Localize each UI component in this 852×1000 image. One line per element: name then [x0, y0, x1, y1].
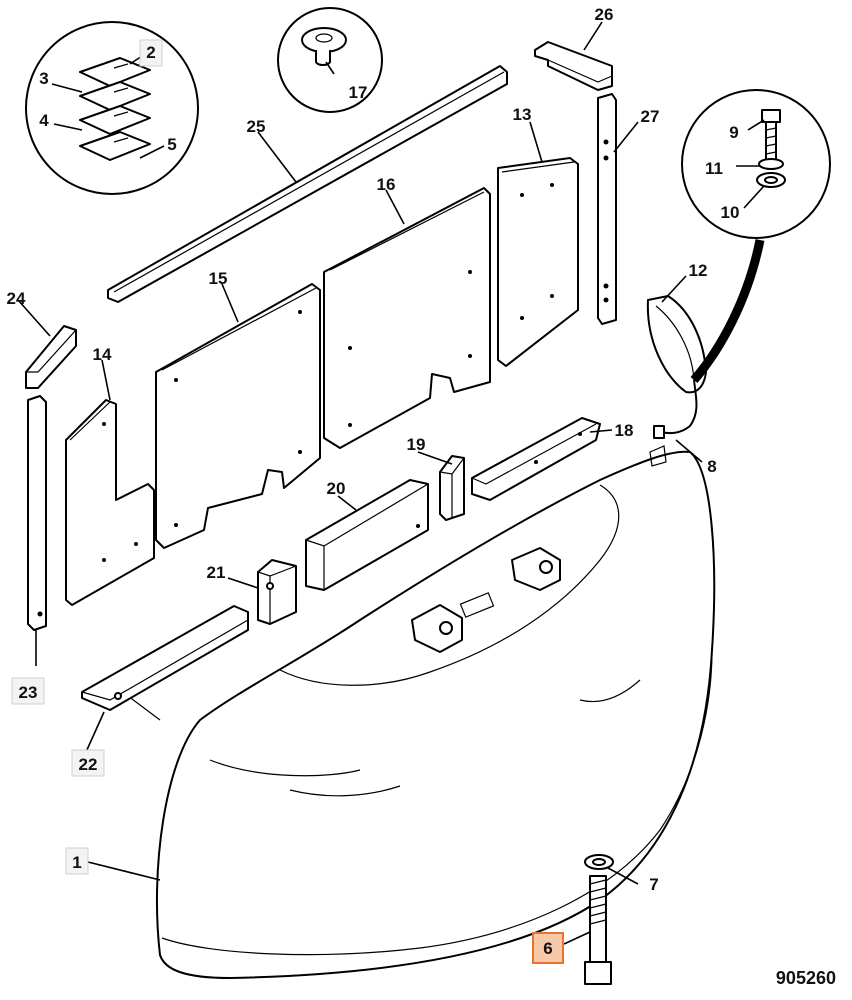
callout-14: 14 [93, 345, 112, 364]
callout-24: 24 [7, 289, 26, 308]
svg-text:17: 17 [349, 83, 368, 102]
svg-text:21: 21 [207, 563, 226, 582]
strip-23 [27, 395, 47, 631]
svg-text:12: 12 [689, 261, 708, 280]
panel-13 [497, 157, 579, 367]
washer-7 [584, 854, 614, 870]
strip-25 [107, 65, 508, 303]
svg-text:1: 1 [72, 853, 81, 872]
svg-text:3: 3 [39, 69, 48, 88]
detail-shims [25, 21, 199, 195]
callout-21: 21 [207, 563, 226, 582]
bar-18 [471, 417, 601, 501]
svg-text:26: 26 [595, 5, 614, 24]
block-24 [25, 325, 77, 389]
callout-12: 12 [689, 261, 708, 280]
callout-18: 18 [615, 421, 634, 440]
svg-text:2: 2 [146, 43, 155, 62]
svg-text:10: 10 [721, 203, 740, 222]
bracket-26 [534, 41, 613, 91]
svg-text:23: 23 [19, 683, 38, 702]
block-19 [439, 455, 465, 521]
svg-text:11: 11 [705, 159, 723, 178]
block-21 [257, 559, 297, 625]
strip-22 [81, 605, 249, 711]
panel-15 [155, 283, 321, 549]
svg-text:13: 13 [513, 105, 532, 124]
callout-27: 27 [641, 107, 660, 126]
svg-text:4: 4 [39, 111, 49, 130]
svg-text:20: 20 [327, 479, 346, 498]
figure-number: 905260 [776, 968, 836, 988]
callout-23: 23 [11, 677, 45, 705]
callout-15: 15 [209, 269, 228, 288]
svg-text:27: 27 [641, 107, 660, 126]
counterweight-body [119, 445, 716, 979]
svg-text:18: 18 [615, 421, 634, 440]
callout-10: 10 [721, 203, 740, 222]
detail-bolt [681, 89, 831, 239]
callout-2: 2 [139, 39, 163, 67]
svg-text:9: 9 [729, 123, 738, 142]
svg-text:19: 19 [407, 435, 426, 454]
svg-text:5: 5 [167, 135, 176, 154]
svg-text:25: 25 [247, 117, 266, 136]
callout-16: 16 [377, 175, 396, 194]
callout-3: 3 [39, 69, 48, 88]
callout-labels: 1 2 3 4 5 6 7 8 9 10 11 [7, 5, 740, 964]
callout-20: 20 [327, 479, 346, 498]
callout-6: 6 [532, 932, 564, 964]
lamp-12 [646, 295, 707, 394]
detail-screw [277, 7, 383, 113]
callout-4: 4 [39, 111, 49, 130]
block-20 [305, 479, 429, 591]
svg-text:7: 7 [649, 875, 658, 894]
callout-22: 22 [71, 749, 105, 777]
callout-8: 8 [707, 457, 716, 476]
svg-text:14: 14 [93, 345, 112, 364]
cable-8 [653, 239, 765, 439]
callout-19: 19 [407, 435, 426, 454]
svg-text:8: 8 [707, 457, 716, 476]
callout-1: 1 [65, 847, 89, 875]
callout-5: 5 [167, 135, 176, 154]
callout-7: 7 [649, 875, 658, 894]
svg-text:24: 24 [7, 289, 26, 308]
leader-lines [17, 21, 765, 945]
panel-14 [65, 399, 155, 606]
svg-text:15: 15 [209, 269, 228, 288]
callout-9: 9 [729, 123, 738, 142]
bolt-6 [584, 875, 612, 985]
panel-16 [323, 187, 491, 449]
callout-26: 26 [595, 5, 614, 24]
svg-text:16: 16 [377, 175, 396, 194]
callout-11: 11 [705, 159, 723, 178]
strip-27 [597, 93, 617, 325]
svg-text:6: 6 [543, 939, 552, 958]
callout-17: 17 [349, 83, 368, 102]
callout-13: 13 [513, 105, 532, 124]
svg-text:22: 22 [79, 755, 98, 774]
callout-25: 25 [247, 117, 266, 136]
